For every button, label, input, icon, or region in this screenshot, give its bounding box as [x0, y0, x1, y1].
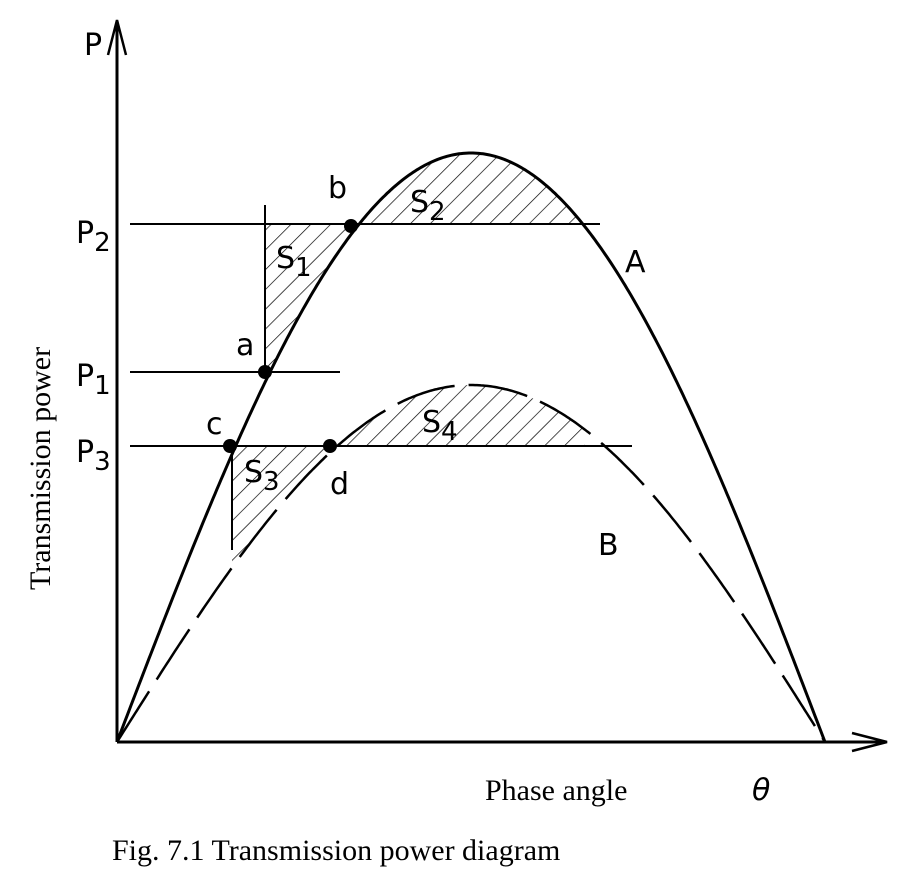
y-axis-label: Transmission power [24, 347, 57, 590]
x-axis-label: Phase angle [485, 774, 627, 807]
p3-label: P3 [76, 435, 111, 477]
point-a [258, 365, 272, 379]
point-c-label: c [206, 407, 223, 442]
area-s1-label: S1 [276, 241, 312, 283]
area-s3-label: S3 [244, 455, 280, 497]
curve-b [115, 383, 827, 743]
y-axis-arrow [106, 19, 128, 56]
point-d [323, 439, 337, 453]
curve-b-label: B [598, 528, 619, 563]
point-b-label: b [328, 171, 347, 206]
point-b [344, 219, 358, 233]
hatch-s2 [351, 153, 588, 224]
curve-a-label: A [625, 245, 646, 280]
hatch-s4 [330, 385, 585, 446]
y-axis-symbol: P [84, 28, 102, 63]
point-c [223, 439, 237, 453]
area-s4-label: S4 [422, 405, 458, 447]
area-s2-label: S2 [410, 185, 446, 227]
point-a-label: a [236, 328, 254, 363]
x-axis-arrow [851, 731, 888, 753]
figure-caption: Fig. 7.1 Transmission power diagram [112, 834, 560, 867]
point-d-label: d [330, 467, 349, 502]
p1-label: P1 [76, 359, 111, 401]
x-axis-symbol: θ [752, 773, 770, 808]
p2-label: P2 [76, 216, 111, 258]
